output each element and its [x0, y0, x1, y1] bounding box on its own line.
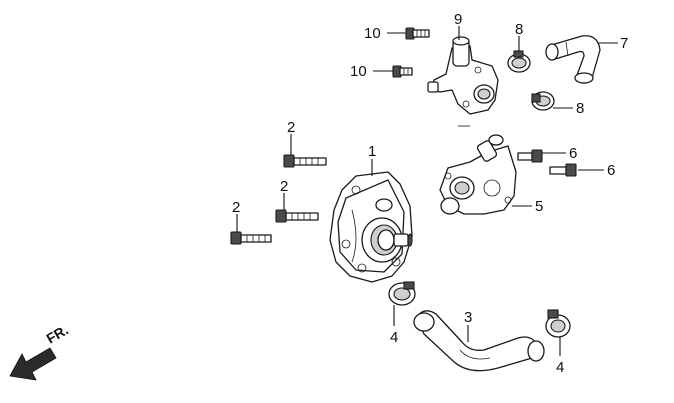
- callout-6-upper: 6: [569, 145, 577, 162]
- front-direction-label: FR.: [44, 321, 72, 346]
- bolt-6-upper: [517, 149, 543, 163]
- callout-2-middle: 2: [280, 178, 288, 195]
- callout-2-top: 2: [287, 119, 295, 136]
- part-4-clamp-left: [388, 281, 416, 306]
- callout-labels: 10 10 9 8 7 8 2 1 6 6 2 5 2 3 4 4: [232, 11, 628, 376]
- callout-8-lower: 8: [576, 100, 584, 117]
- callout-3: 3: [464, 309, 472, 326]
- callout-2-bottom: 2: [232, 199, 240, 216]
- callout-10-upper: 10: [364, 25, 381, 42]
- bolt-2-middle: [275, 209, 319, 223]
- part-8-clamp-upper: [507, 50, 531, 73]
- callout-1: 1: [368, 143, 376, 160]
- bolt-6-lower: [549, 163, 577, 177]
- part-9-housing: [427, 36, 499, 127]
- callout-6-lower: 6: [607, 162, 615, 179]
- bolt-10-lower: [392, 65, 413, 78]
- part-3-hose: [413, 310, 545, 372]
- bolt-2-bottom: [230, 231, 272, 245]
- callout-10-lower: 10: [350, 63, 367, 80]
- part-8-clamp-lower: [531, 91, 555, 111]
- callout-4-right: 4: [556, 359, 564, 376]
- bolt-2-top: [283, 154, 327, 168]
- bolt-10-upper: [405, 27, 430, 40]
- part-7-hose: [545, 35, 601, 84]
- part-1-water-pump: [329, 171, 413, 283]
- part-5-thermostat-cover: [439, 134, 517, 215]
- callout-9: 9: [454, 11, 462, 28]
- callout-5: 5: [535, 198, 543, 215]
- leader-lines: [236, 26, 618, 356]
- front-direction-arrow: FR.: [9, 321, 72, 381]
- callout-7: 7: [620, 35, 628, 52]
- callout-8-upper: 8: [515, 21, 523, 38]
- callout-4-left: 4: [390, 329, 398, 346]
- part-4-clamp-right: [545, 309, 571, 338]
